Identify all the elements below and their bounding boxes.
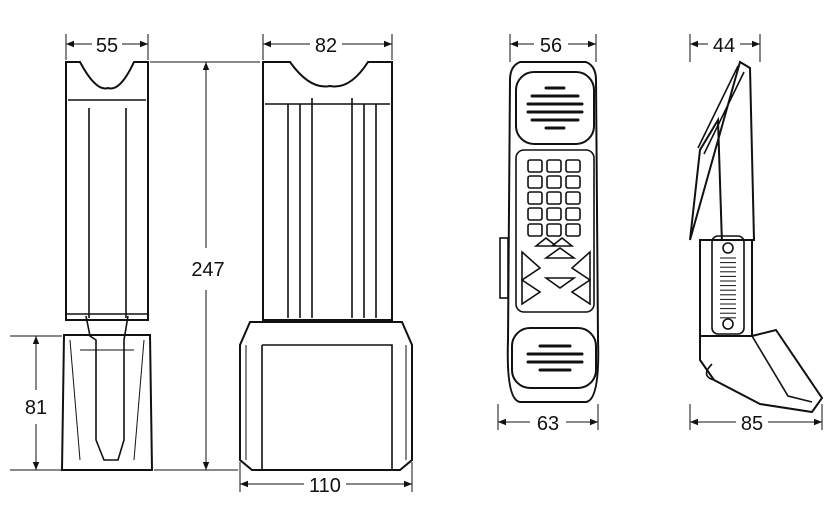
dim-cradle-height: 81: [25, 397, 47, 419]
keypad-key: [565, 159, 581, 173]
earpiece-grille: [515, 71, 595, 145]
keypad-key: [546, 223, 562, 237]
keypad-key: [565, 223, 581, 237]
keypad-key: [527, 207, 543, 221]
keypad: [527, 159, 581, 237]
dim-handset-top-width: 56: [540, 35, 562, 57]
front-view: [60, 61, 154, 471]
dim-handset-bottom-width: 63: [537, 413, 559, 435]
keypad-key: [546, 175, 562, 189]
mouthpiece-grille: [511, 327, 597, 389]
keypad-key: [546, 159, 562, 173]
keypad-key: [527, 223, 543, 237]
dim-profile-bottom-width: 85: [741, 413, 763, 435]
keypad-key: [565, 207, 581, 221]
dim-base-width: 110: [309, 475, 341, 497]
dim-side-width: 82: [315, 35, 337, 57]
handset-view: [499, 61, 600, 403]
keypad-key: [527, 159, 543, 173]
keypad-key: [565, 175, 581, 189]
keypad-key: [527, 175, 543, 189]
dimension-lines: [10, 34, 823, 492]
side-view: [239, 61, 413, 471]
nav-arrows: [521, 236, 591, 306]
dim-front-width: 55: [96, 35, 118, 57]
profile-view: [689, 60, 824, 414]
keypad-key: [546, 191, 562, 205]
dim-height: 247: [191, 259, 224, 281]
keypad-key: [527, 191, 543, 205]
dim-profile-top-width: 44: [713, 35, 735, 57]
keypad-key: [565, 191, 581, 205]
keypad-key: [546, 207, 562, 221]
